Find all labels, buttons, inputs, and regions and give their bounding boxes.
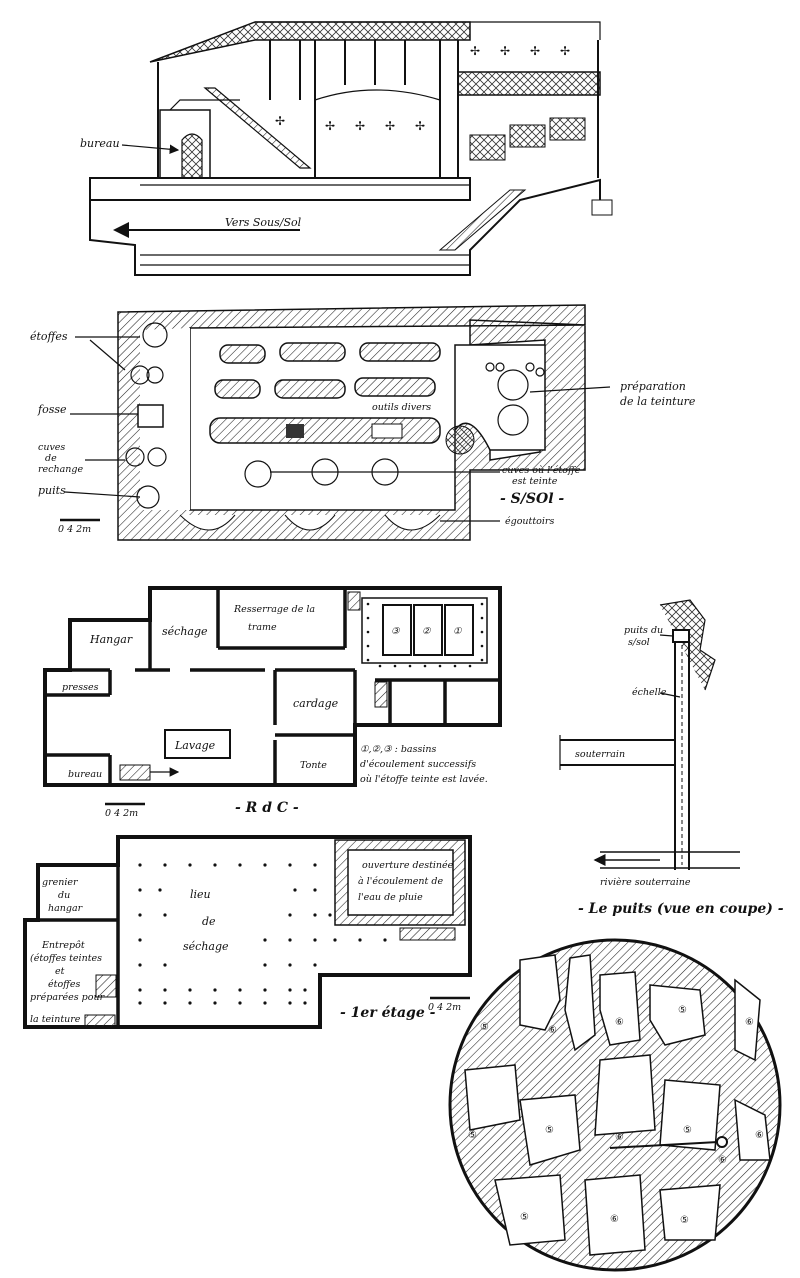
etage-plan: grenier du hangar Entrepôt (étoffes tein… <box>23 835 472 1029</box>
svg-text:✢: ✢ <box>530 44 540 58</box>
svg-text:✢: ✢ <box>415 119 425 133</box>
cuves-rechange-label-2: de <box>45 453 57 464</box>
cuves-rechange-label-1: cuves <box>38 442 65 453</box>
lieu-label-3: séchage <box>183 940 229 953</box>
map-marker-5: ⑤ <box>468 1130 477 1141</box>
fosse-label: fosse <box>37 403 67 416</box>
grenier-label-2: du <box>58 890 70 901</box>
bassin-3: ③ <box>391 626 400 637</box>
vers-sous-sol-label: Vers Sous/Sol <box>225 216 302 229</box>
map-marker-11: ⑥ <box>610 1214 619 1225</box>
lieu-label-1: lieu <box>190 888 211 901</box>
svg-text:✢: ✢ <box>560 44 570 58</box>
svg-text:✢: ✢ <box>275 114 285 128</box>
map-marker-2: ⑥ <box>548 1025 557 1036</box>
tonte-label: Tonte <box>300 760 327 771</box>
ouverture-label-3: l'eau de pluie <box>358 892 423 903</box>
basement-scale: 0 4 2m <box>58 524 91 535</box>
rdc-scale: 0 4 2m <box>105 808 138 819</box>
map-marker-1: ⑤ <box>480 1022 489 1033</box>
etage-title: - 1er étage - <box>340 1005 436 1021</box>
section-bureau-label: bureau <box>80 137 120 150</box>
egouttoirs-label: égouttoirs <box>505 516 554 527</box>
entrepot-label-2: (étoffes teintes <box>30 953 102 964</box>
well-section: puits du s/sol échelle souterrain rivièr… <box>559 599 784 917</box>
preparation-label-1: préparation <box>620 380 686 393</box>
rdc-title: - R d C - <box>235 800 299 816</box>
svg-text:✢: ✢ <box>355 119 365 133</box>
puits-sol-label-1: puits du <box>624 625 663 636</box>
bassin-2: ② <box>422 626 431 637</box>
map-marker-6: ⑤ <box>545 1125 554 1136</box>
svg-text:✢: ✢ <box>500 44 510 58</box>
resserrage-label-2: trame <box>248 622 277 633</box>
bassins-note-1: ①,②,③ : bassins <box>360 744 436 755</box>
ouverture-label-2: à l'écoulement de <box>358 876 443 887</box>
puits-title: - Le puits (vue en coupe) - <box>578 901 784 917</box>
bassins-note-3: où l'étoffe teinte est lavée. <box>360 774 488 785</box>
map-marker-3: ⑥ <box>615 1017 624 1028</box>
hangar-label: Hangar <box>89 633 133 646</box>
basement-title: - S/SOl - <box>500 491 564 507</box>
lieu-label-2: de <box>202 915 216 928</box>
svg-text:✢: ✢ <box>325 119 335 133</box>
puits-label: puits <box>38 484 66 497</box>
ouverture-label-1: ouverture destinée <box>362 860 454 871</box>
souterrain-label: souterrain <box>575 749 625 760</box>
cuves-rechange-label-3: rechange <box>38 464 83 475</box>
etage-scale: 0 4 2m <box>428 1002 461 1013</box>
grenier-label-1: grenier <box>42 877 79 888</box>
riviere-label: rivière souterraine <box>600 877 691 888</box>
entrepot-label-4: étoffes <box>48 979 81 990</box>
rdc-bureau-label: bureau <box>68 769 102 780</box>
map-marker-7: ⑥ <box>615 1132 624 1143</box>
cuves-etoffe-label-1: cuves où l'étoffe <box>502 465 581 476</box>
sechage-posts <box>138 863 387 1005</box>
map-marker-12: ⑤ <box>680 1215 689 1226</box>
puits-sol-label-2: s/sol <box>628 637 650 648</box>
cardage-label: cardage <box>293 697 339 710</box>
entrepot-label-1: Entrepôt <box>41 940 85 951</box>
lavage-label: Lavage <box>174 739 216 752</box>
svg-text:✢: ✢ <box>385 119 395 133</box>
district-map: ⑤ ⑥ ⑥ ⑤ ⑤ ⑤ ⑥ ⑤ ⑥ ⑤ ⑥ ⑤ ⑥ ⑥ <box>448 938 782 1272</box>
bassins-note-2: d'écoulement successifs <box>360 759 476 770</box>
map-marker-4: ⑤ <box>678 1005 687 1016</box>
map-marker-10: ⑤ <box>520 1212 529 1223</box>
map-marker-13: ⑥ <box>718 1155 727 1166</box>
grenier-label-3: hangar <box>48 903 84 914</box>
entrepot-label-5: préparées pour <box>30 992 106 1003</box>
presses-label: presses <box>62 682 99 693</box>
outils-label: outils divers <box>372 402 431 413</box>
resserrage-label-1: Resserrage de la <box>233 604 315 615</box>
entrepot-label-3: et <box>55 966 65 977</box>
map-buildings <box>464 954 771 1256</box>
rdc-plan: ③ ② ① Hangar séchage Resserrage de la tr… <box>43 586 502 819</box>
bassin-1: ① <box>453 626 462 637</box>
map-marker-14: ⑥ <box>745 1017 754 1028</box>
preparation-label-2: de la teinture <box>620 395 696 408</box>
svg-text:✢: ✢ <box>470 44 480 58</box>
echelle-label: échelle <box>632 687 667 698</box>
sechage-label: séchage <box>162 625 208 638</box>
cuves-etoffe-label-2: est teinte <box>512 476 558 487</box>
basement-plan: étoffes fosse cuves de rechange puits ou… <box>30 304 696 541</box>
map-marker-9: ⑥ <box>755 1130 764 1141</box>
building-section: ✢ ✢ ✢ ✢ ✢ ✢ ✢ ✢ ✢ Vers Sous/Sol bureau <box>80 21 613 276</box>
entrepot-label-6: la teinture <box>30 1014 81 1025</box>
etoffes-label: étoffes <box>30 330 68 343</box>
map-marker-8: ⑤ <box>683 1125 692 1136</box>
